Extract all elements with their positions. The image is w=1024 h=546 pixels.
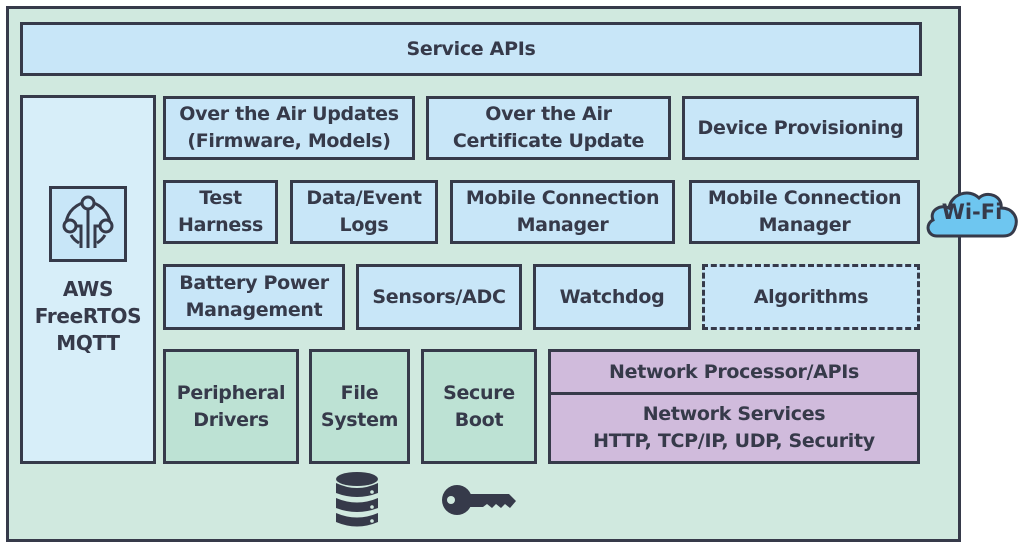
- network-processor-block: Network Processor/APIs: [548, 349, 920, 395]
- ota-certificate-block: Over the Air Certificate Update: [426, 96, 671, 160]
- ota-updates-block: Over the Air Updates (Firmware, Models): [163, 96, 415, 160]
- sensors-adc-block: Sensors/ADC: [356, 264, 522, 330]
- key-icon: [441, 480, 517, 520]
- battery-power-block: Battery Power Management: [163, 264, 345, 330]
- peripheral-drivers-block: Peripheral Drivers: [163, 349, 299, 464]
- secure-boot-block: Secure Boot: [421, 349, 537, 464]
- device-provisioning-block: Device Provisioning: [682, 96, 919, 160]
- service-apis-block: Service APIs: [20, 22, 922, 76]
- aws-freertos-sidebar: AWS FreeRTOS MQTT: [20, 95, 156, 464]
- cloud-icon: Wi-Fi: [923, 184, 1021, 242]
- test-harness-block: Test Harness: [163, 180, 278, 244]
- mobile-connection-manager-block: Mobile Connection Manager: [450, 180, 675, 244]
- aws-iot-circuit-icon: [49, 186, 127, 262]
- aws-freertos-label: AWS FreeRTOS MQTT: [34, 277, 142, 355]
- watchdog-block: Watchdog: [533, 264, 691, 330]
- wifi-label: Wi-Fi: [941, 200, 1003, 224]
- network-services-block: Network Services HTTP, TCP/IP, UDP, Secu…: [548, 392, 920, 464]
- service-apis-label: Service APIs: [406, 37, 536, 60]
- file-system-block: File System: [309, 349, 410, 464]
- data-event-logs-block: Data/Event Logs: [290, 180, 438, 244]
- algorithms-block: Algorithms: [702, 264, 920, 330]
- mobile-connection-manager-block-2: Mobile Connection Manager: [689, 180, 920, 244]
- database-icon: [334, 471, 380, 531]
